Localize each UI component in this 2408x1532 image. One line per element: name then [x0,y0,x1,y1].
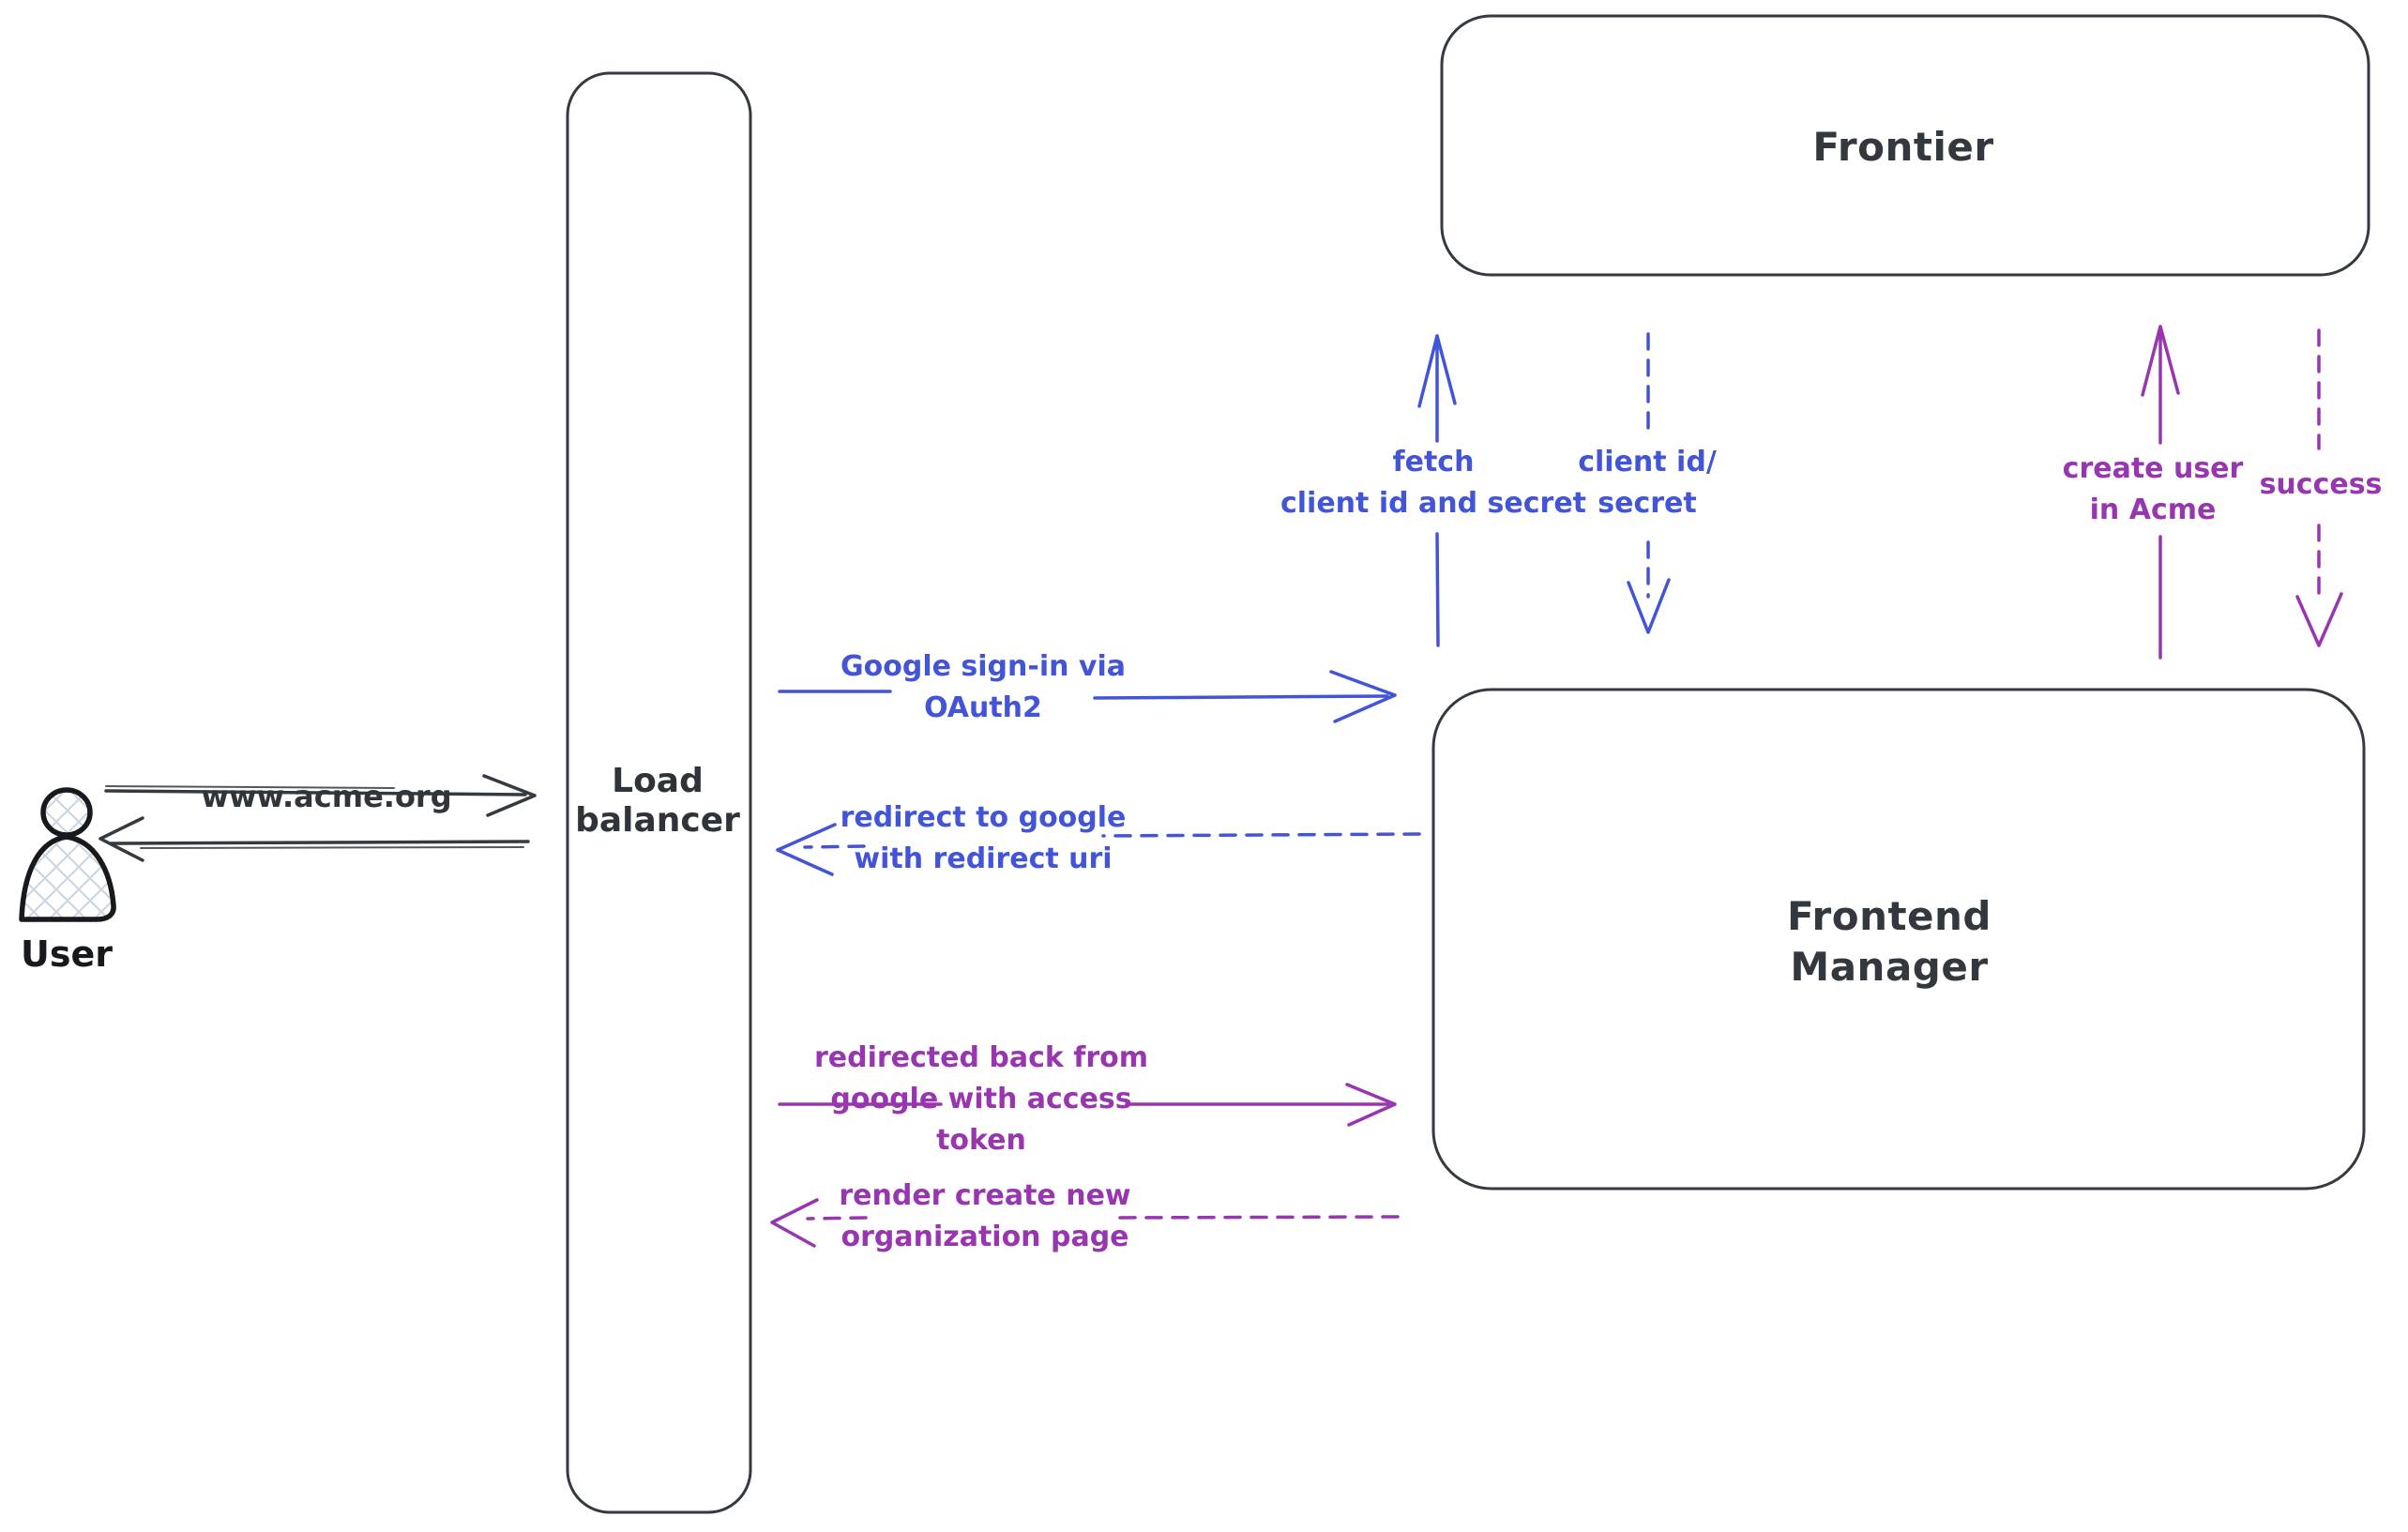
label-line: with redirect uri [854,842,1113,875]
arrow-redirected-back [778,1083,1397,1127]
arrow-create-user [2141,325,2180,660]
frontier-box [1440,14,2370,277]
label-line: client id/ [1578,446,1717,478]
label-line: token [936,1124,1026,1157]
frontend-manager-box [1431,688,2366,1191]
label-line: in Acme [2089,493,2217,526]
arrow-client-id-secret [1627,332,1671,634]
label-line: Manager [1790,944,1989,990]
label-line: OAuth2 [924,691,1042,724]
arrow-redirect-to-google [776,823,1421,876]
user-person-icon [19,787,116,922]
label-line: google with access [830,1083,1132,1115]
arrow-www-acme [104,774,537,817]
label-line: client id and secret [1280,487,1587,520]
arrow-success [2295,328,2343,647]
www-acme-flow-label: www.acme.org [201,779,452,814]
frontend-manager-label: Frontend Manager [1787,891,1992,993]
redirect-to-google-flow-label: redirect to google with redirect uri [841,797,1127,880]
label-line: redirected back from [813,1041,1149,1074]
label-line: Load [612,762,704,800]
create-user-flow-label: create user in Acme [2063,448,2244,531]
fetch-client-id-flow-label: fetch client id and secret [1280,442,1586,524]
label-line: redirect to google [840,801,1127,834]
arrow-google-signin [778,670,1397,723]
success-flow-label: success [2259,468,2383,501]
label-line: create user [2062,452,2244,485]
client-id-secret-flow-label: client id/ secret [1578,442,1717,524]
render-new-org-flow-label: render create new organization page [839,1176,1130,1258]
load-balancer-box [566,71,752,1514]
redirected-back-flow-label: redirected back from google with access … [814,1038,1148,1161]
label-line: render create new [839,1179,1131,1212]
google-signin-flow-label: Google sign-in via OAuth2 [841,646,1126,729]
arrow-response-to-user [98,816,530,862]
label-line: Frontend [1787,893,1992,939]
label-line: balancer [575,801,740,840]
label-line: Google sign-in via [841,650,1126,683]
arrow-render-new-org [770,1198,1400,1248]
label-line: secret [1598,487,1697,520]
frontier-label: Frontier [1812,124,1994,170]
arrow-fetch-client-id [1417,334,1457,647]
label-line: fetch [1392,446,1475,478]
label-line: organization page [841,1221,1129,1253]
load-balancer-label: Load balancer [575,762,740,841]
user-label: User [21,933,113,975]
